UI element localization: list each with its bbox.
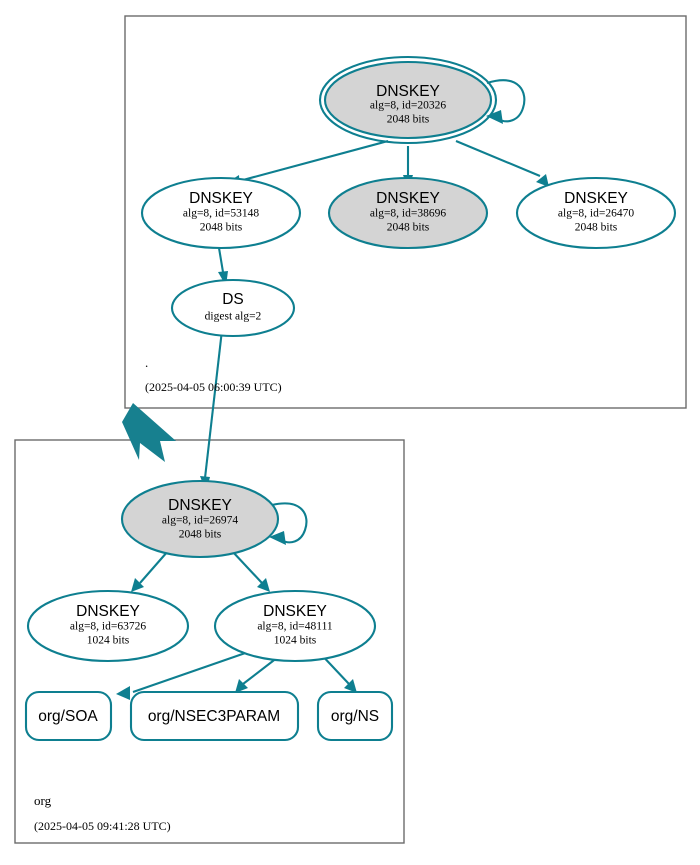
node-keyinfo: alg=8, id=20326 xyxy=(370,100,446,112)
edge-org-zsk-48111-to-soa xyxy=(116,649,255,700)
node-title: DNSKEY xyxy=(168,497,232,514)
node-title: DNSKEY xyxy=(263,603,327,620)
edge-self-loop-root-ksk xyxy=(486,79,526,124)
node-keyinfo: alg=8, id=26974 xyxy=(162,515,238,527)
edge-org-ksk-to-zsk-63726 xyxy=(131,550,169,592)
node-title: org/NSEC3PARAM xyxy=(148,708,280,725)
node-org-zsk-48111[interactable]: DNSKEY alg=8, id=48111 1024 bits xyxy=(213,589,377,663)
node-body xyxy=(170,278,296,338)
node-keysize: 1024 bits xyxy=(274,635,317,647)
node-outer-ring xyxy=(318,55,498,145)
edge-root-ksk-to-zsk-26470 xyxy=(455,140,549,187)
edge-org-ksk-to-zsk-48111 xyxy=(231,550,270,592)
node-keyinfo: alg=8, id=48111 xyxy=(257,621,333,633)
node-org-soa[interactable]: org/SOA xyxy=(24,690,113,742)
node-org-ns[interactable]: org/NS xyxy=(316,690,394,742)
node-keyinfo: alg=8, id=26470 xyxy=(558,208,634,220)
node-title: DS xyxy=(222,291,244,308)
node-title: DNSKEY xyxy=(564,190,628,207)
node-title: org/SOA xyxy=(38,708,98,725)
node-title: DNSKEY xyxy=(376,190,440,207)
node-keyinfo: alg=8, id=38696 xyxy=(370,208,446,220)
node-body xyxy=(120,479,280,559)
node-body xyxy=(323,60,493,140)
node-root-zsk-38696[interactable]: DNSKEY alg=8, id=38696 2048 bits xyxy=(327,176,489,250)
node-body xyxy=(213,589,377,663)
node-org-nsec3param[interactable]: org/NSEC3PARAM xyxy=(129,690,300,742)
edge-self-loop-org-ksk xyxy=(269,502,308,545)
zone-timestamp-org: (2025-04-05 09:41:28 UTC) xyxy=(34,819,171,833)
node-org-ksk-26974[interactable]: DNSKEY alg=8, id=26974 2048 bits xyxy=(120,479,280,559)
node-body xyxy=(140,176,302,250)
node-org-zsk-63726[interactable]: DNSKEY alg=8, id=63726 1024 bits xyxy=(26,589,190,663)
node-keysize: 1024 bits xyxy=(87,635,130,647)
node-title: org/NS xyxy=(331,708,379,725)
node-digestalg: digest alg=2 xyxy=(205,311,262,323)
node-keyinfo: alg=8, id=63726 xyxy=(70,621,146,633)
zone-label-org: org xyxy=(34,793,52,808)
zone-timestamp-root: (2025-04-05 06:00:39 UTC) xyxy=(145,380,282,394)
node-keysize: 2048 bits xyxy=(200,222,243,234)
node-keysize: 2048 bits xyxy=(575,222,618,234)
node-body xyxy=(515,176,677,250)
node-body xyxy=(129,690,300,742)
node-title: DNSKEY xyxy=(376,83,440,100)
node-body xyxy=(327,176,489,250)
node-body xyxy=(26,589,190,663)
node-keysize: 2048 bits xyxy=(387,222,430,234)
node-root-ksk-20326[interactable]: DNSKEY alg=8, id=20326 2048 bits xyxy=(318,55,498,145)
zone-label-root: . xyxy=(145,355,148,370)
node-body xyxy=(316,690,394,742)
delegation-arrow-root-to-org xyxy=(122,403,176,462)
node-root-zsk-26470[interactable]: DNSKEY alg=8, id=26470 2048 bits xyxy=(515,176,677,250)
node-root-ds[interactable]: DS digest alg=2 xyxy=(170,278,296,338)
node-body xyxy=(24,690,113,742)
node-title: DNSKEY xyxy=(76,603,140,620)
node-root-zsk-53148[interactable]: DNSKEY alg=8, id=53148 2048 bits xyxy=(140,176,302,250)
node-keysize: 2048 bits xyxy=(179,529,222,541)
node-title: DNSKEY xyxy=(189,190,253,207)
node-keyinfo: alg=8, id=53148 xyxy=(183,208,259,220)
node-keysize: 2048 bits xyxy=(387,114,430,126)
